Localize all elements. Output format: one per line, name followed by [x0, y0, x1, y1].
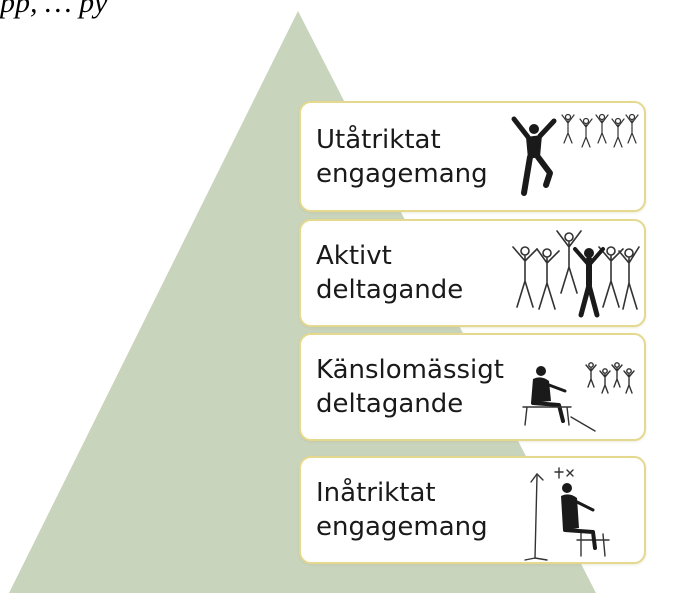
seated-watcher-with-dancers-icon: [522, 362, 635, 432]
pyramid-level-1: Utåtriktat engagemang: [299, 101, 646, 212]
level-label: Aktivt deltagande: [316, 241, 464, 305]
pyramid-level-4: Inåtriktat engagemang: [299, 456, 646, 564]
pyramid-level-2: Aktivt deltagande: [299, 219, 646, 327]
seated-contemplating-figure-icon: [524, 467, 610, 561]
level-label: Inåtriktat engagemang: [316, 478, 488, 542]
dancing-figures-group-icon: [512, 230, 640, 318]
jumping-cheering-figures-icon: [511, 113, 639, 196]
level-label: Utåtriktat engagemang: [316, 124, 488, 189]
level-label: Känslomässigt deltagande: [316, 355, 504, 419]
pyramid-level-3: Känslomässigt deltagande: [299, 333, 646, 441]
top-text-fragment: pp, … py: [0, 0, 108, 19]
